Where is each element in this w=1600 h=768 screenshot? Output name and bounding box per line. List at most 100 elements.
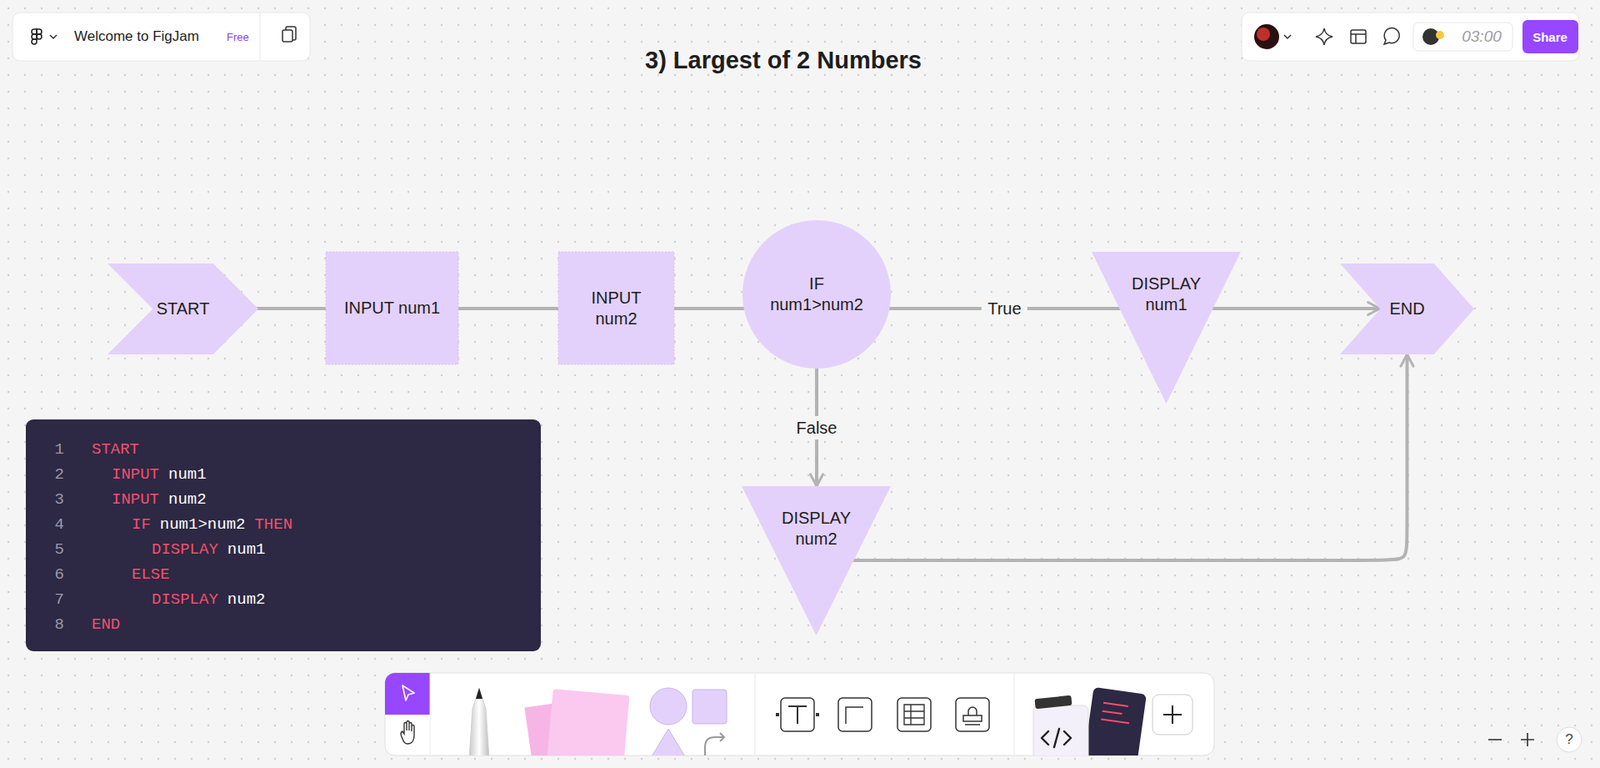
code-icon [1041,728,1071,747]
node-shape [741,485,891,635]
timer-text: 03:00 [1461,27,1502,46]
code-identifier: num1 [168,465,207,484]
pen-tip [475,687,483,699]
plus-icon [1163,705,1182,724]
table-tool [897,697,931,731]
code-line: 6 ELSE [25,561,526,587]
code-identifier: num1>num2 [160,515,246,534]
toolbar-divider [430,672,431,755]
file-panel [12,12,310,61]
node-shape [1340,263,1475,355]
code-keyword: INPUT [111,490,160,509]
connector [458,306,559,310]
toolbar-divider [1014,672,1015,755]
code-keyword: DISPLAY [151,540,219,559]
text-tool-handle [775,712,780,716]
code-identifier: num2 [168,490,207,509]
jambot-sticker [1034,695,1072,710]
code-identifier: num2 [227,590,266,609]
toolbar-divider [755,672,756,755]
node-shape [325,251,459,365]
logo-part [31,34,37,40]
code-line: 7DISPLAYnum2 [25,586,526,612]
code-line: 3INPUTnum2 [25,486,526,512]
text-tool-handle [815,712,820,716]
line-number: 8 [45,615,65,634]
code-line: 5DISPLAYnum1 [25,536,526,562]
avatar-chevron [1284,35,1291,39]
node-outline [741,485,891,635]
code-body: IF num1>num2 THEN [131,515,293,534]
avatar [1254,24,1280,50]
code-line: 8END [25,611,526,637]
code-line: 2INPUTnum1 [25,461,526,487]
hand-icon [400,720,415,744]
code-keyword: START [91,440,140,459]
line-number: 5 [45,540,65,559]
edge-label: False [790,415,844,440]
output-triangle: DISPLAY num1 [1091,251,1241,404]
edge-label: True [981,296,1027,320]
pen-tool [469,687,490,755]
toolbar-right [1241,12,1580,61]
code-keyword: IF [131,515,151,534]
share-button [1522,20,1579,54]
code-line: 1 START [25,436,526,462]
input-box: INPUT num2 [558,251,675,365]
dev-mode-card [1083,686,1147,755]
dev-mode-card [1100,702,1131,724]
shape-tool-circle [650,687,687,725]
node-shape [1091,251,1241,404]
code-body: ELSE [131,565,170,584]
node-outline [742,220,891,369]
code-keyword: THEN [254,515,293,534]
share-label: Share [1532,30,1568,45]
stamp-tool [963,706,982,725]
node-label: IF num1>num2 [765,273,870,315]
widget-card [1033,705,1089,755]
code-panel: 1START2INPUTnum13INPUTnum24IFnum1>num2TH… [25,419,541,651]
connector [1213,306,1380,310]
code-body: START [91,440,140,459]
help-button [1556,726,1582,752]
section-tool [845,706,864,724]
shape-tool-square [692,689,727,724]
terminal-chevron: START [107,263,259,355]
output-triangle: DISPLAY num2 [741,485,891,635]
timer-pill [1413,22,1513,51]
shape-tool-triangle [648,728,689,755]
code-body: DISPLAYnum2 [151,590,265,609]
figma-logo [31,29,42,45]
sticky-note [547,688,630,755]
line-number: 6 [45,565,65,584]
toolbar-tools [385,672,1193,755]
layout-icon [1350,34,1366,44]
line-number: 1 [45,440,65,459]
input-box: INPUT num1 [325,251,459,365]
connector [674,306,745,310]
plan-badge: Free [226,30,250,44]
connector-tool [720,732,725,741]
logo-part [36,34,42,40]
node-shape [742,220,891,369]
connector [258,306,326,310]
text-tool [780,697,815,731]
cursor-icon [402,685,415,700]
ai-icon [1315,28,1333,45]
pages-icon [282,30,293,42]
text-tool [788,705,807,724]
select-tool [385,672,430,715]
menu-chevron [50,35,57,39]
avatar [1256,27,1270,41]
terminal-chevron: END [1340,263,1475,355]
layout-icon [1350,30,1366,44]
logo-part [36,29,42,35]
panel-divider [260,12,261,61]
help-icon: ? [1565,730,1573,748]
code-keyword: ELSE [131,565,170,584]
section-tool [838,697,872,731]
timer-icon [1435,30,1445,40]
code-body: INPUT num2 [111,490,207,509]
